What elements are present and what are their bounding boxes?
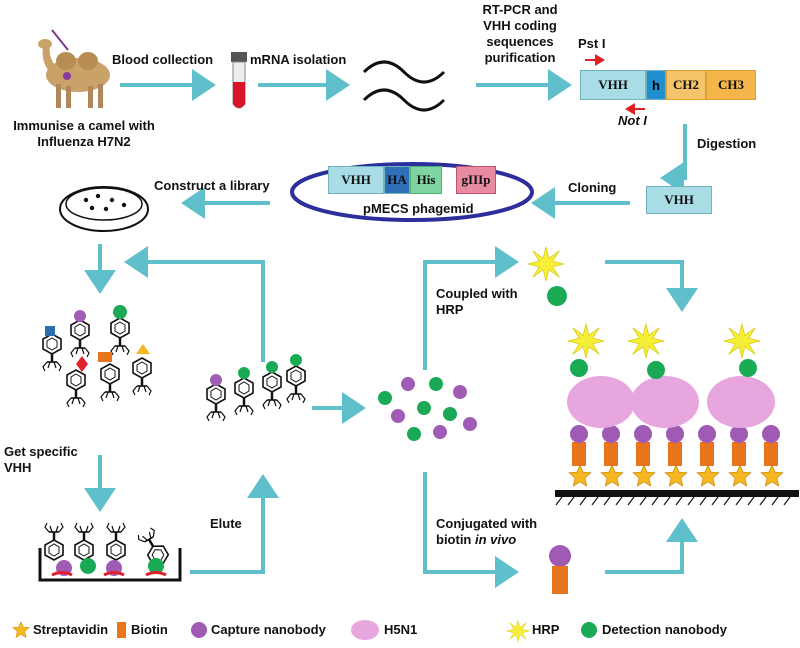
conjugated-biotin-label: Conjugated with biotin in vivo	[436, 516, 537, 548]
mrna-isolation-label: mRNA isolation	[250, 52, 347, 67]
detection-nanobody-legend-icon	[581, 622, 597, 638]
construct-ch2: CH2	[666, 70, 706, 100]
digested-vhh: VHH	[646, 186, 712, 214]
legend-h5n1: H5N1	[384, 622, 418, 637]
plasmid-ring	[290, 162, 534, 222]
not-label: Not I	[618, 113, 647, 128]
rtpcr-label: RT-PCR and VHH coding sequences purifica…	[460, 2, 580, 66]
legend-detection-nanobody: Detection nanobody	[602, 622, 727, 637]
arrow-coupled-hrp	[423, 246, 519, 370]
elute-label: Elute	[210, 516, 242, 531]
petri-dish-icon	[59, 186, 149, 232]
plasmid-ha: HA	[384, 166, 410, 194]
plasmid-vhh: VHH	[328, 166, 384, 194]
get-specific-label: Get specific VHH	[4, 444, 78, 476]
arrow-digestion	[660, 124, 687, 194]
immunise-line-2: Influenza H7N2	[37, 134, 131, 149]
legend-hrp: HRP	[532, 622, 560, 637]
streptavidin-legend-icon	[12, 621, 30, 638]
camel-icon	[38, 29, 110, 108]
biotin-capture-conjugate-icon	[549, 545, 571, 594]
mrna-icon	[362, 60, 446, 112]
legend-capture-nanobody: Capture nanobody	[211, 622, 326, 637]
capture-nanobody-legend-icon	[191, 622, 207, 638]
immunise-line-1: Immunise a camel with	[13, 118, 155, 133]
get-specific-line-2: VHH	[4, 460, 32, 475]
arrow-to-assay-bottom	[605, 518, 698, 574]
biotin-legend-icon	[117, 622, 126, 638]
rtpcr-line-2: VHH coding	[483, 18, 557, 33]
plasmid-giiip: gIIIp	[456, 166, 496, 194]
phagemid-label: pMECS phagemid	[363, 201, 474, 216]
panning-tray-icon	[38, 522, 182, 582]
coupled-hrp-line-2: HRP	[436, 302, 464, 317]
blood-tube-icon	[231, 52, 247, 109]
h5n1-legend-icon	[351, 620, 379, 640]
immunise-label: Immunise a camel with Influenza H7N2	[4, 118, 164, 150]
cloning-label: Cloning	[568, 180, 617, 195]
blood-collection-label: Blood collection	[112, 52, 214, 67]
sandwich-assay-icon	[555, 323, 799, 506]
coupled-hrp-line-1: Coupled with	[436, 286, 518, 301]
get-specific-line-1: Get specific	[4, 444, 78, 459]
arrow-conjugated-biotin	[423, 472, 519, 588]
pst-label: Pst I	[578, 36, 606, 51]
conjugated-biotin-word: biotin	[436, 532, 472, 547]
construct-vhh: VHH	[580, 70, 646, 100]
hrp-detection-conjugate-icon	[527, 246, 567, 306]
phage-library-icon	[41, 305, 153, 408]
arrow-to-assay-top	[605, 260, 698, 312]
legend-streptavidin: Streptavidin	[33, 622, 109, 637]
construct-ch3: CH3	[706, 70, 756, 100]
hrp-legend-icon	[506, 619, 530, 643]
selected-phages-icon	[205, 354, 307, 422]
coupled-hrp-label: Coupled with HRP	[436, 286, 518, 318]
in-vivo-text: in vivo	[475, 532, 517, 547]
plasmid-his: His	[410, 166, 442, 194]
arrow-loop-back	[124, 246, 265, 362]
conjugated-biotin-line-2: biotin in vivo	[436, 532, 537, 548]
arrow-elute	[190, 474, 279, 574]
construct-h: h	[646, 70, 666, 100]
rtpcr-line-3: sequences	[486, 34, 554, 49]
nanobody-mixture-icon	[378, 377, 477, 441]
rtpcr-line-1: RT-PCR and	[482, 2, 558, 17]
rtpcr-line-4: purification	[484, 50, 556, 65]
digestion-label: Digestion	[697, 136, 757, 151]
construct-library-label: Construct a library	[154, 178, 270, 193]
legend-biotin: Biotin	[131, 622, 168, 637]
conjugated-biotin-line-1: Conjugated with	[436, 516, 538, 531]
